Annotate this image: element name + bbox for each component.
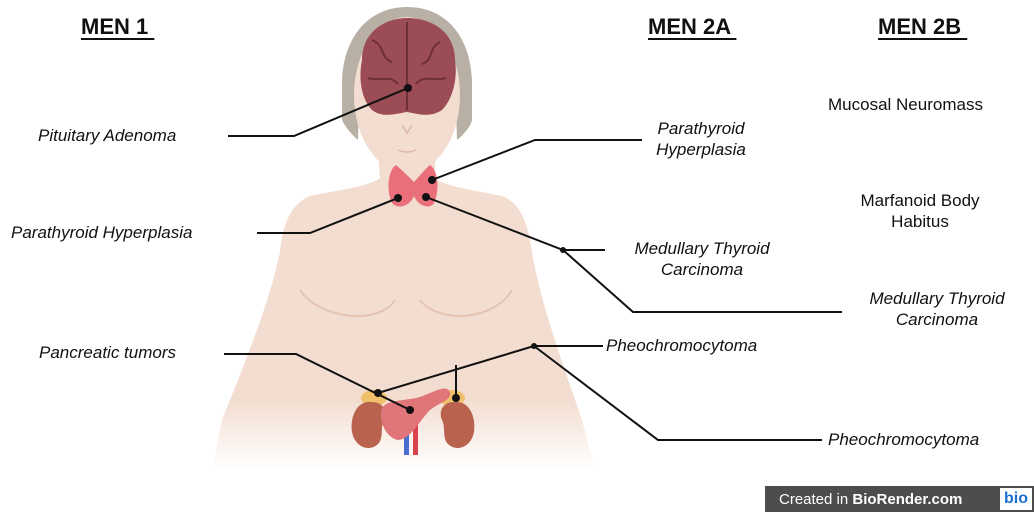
brain — [360, 18, 455, 115]
badge-prefix: Created in — [779, 491, 852, 508]
label-mucosal-neuromass: Mucosal Neuromass — [828, 94, 983, 115]
badge-brand: BioRender.com — [852, 491, 962, 508]
label-pituitary-adenoma: Pituitary Adenoma — [38, 125, 176, 146]
label-men2b-pheochromocytoma: Pheochromocytoma — [828, 429, 979, 450]
heading-men1: MEN 1 — [81, 14, 154, 40]
label-men1-parathyroid: Parathyroid Hyperplasia — [11, 222, 192, 243]
heading-men2a: MEN 2A — [648, 14, 736, 40]
label-men2a-pheochromocytoma: Pheochromocytoma — [606, 335, 757, 356]
biorender-logo-icon: bio — [1000, 488, 1032, 510]
label-pancreatic-tumors: Pancreatic tumors — [39, 342, 176, 363]
heading-men2b: MEN 2B — [878, 14, 967, 40]
biorender-badge[interactable]: Created in BioRender.com bio — [765, 486, 1034, 512]
